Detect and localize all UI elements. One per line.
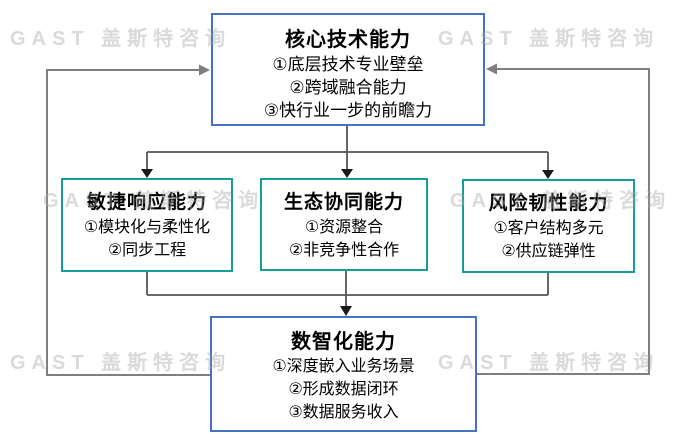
ecosystem-collaboration-capability-box: 生态协同能力 ①资源整合 ②非竞争性合作 <box>260 178 428 271</box>
box-item: ②跨域融合能力 <box>289 78 407 97</box>
box-item: ①深度嵌入业务场景 <box>272 358 415 375</box>
box-title: 敏捷响应能力 <box>86 192 207 213</box>
feedback-loop-left-arrow <box>46 64 210 376</box>
connector-top-split <box>141 126 554 179</box>
box-item: ③快行业一步的前瞻力 <box>263 101 433 120</box>
connector-bottom-merge <box>146 271 549 316</box>
box-title: 核心技术能力 <box>285 29 411 51</box>
box-item: ②同步工程 <box>107 242 187 259</box>
feedback-loop-right-arrow <box>477 63 650 375</box>
box-item: ①资源整合 <box>304 219 384 236</box>
box-title: 生态协同能力 <box>283 192 404 213</box>
box-item: ②非竞争性合作 <box>288 242 400 259</box>
agile-response-capability-box: 敏捷响应能力 ①模块化与柔性化 ②同步工程 <box>61 178 233 272</box>
box-item: ①客户结构多元 <box>493 220 604 237</box>
risk-resilience-capability-box: 风险韧性能力 ①客户结构多元 ②供应链弹性 <box>462 179 635 273</box>
box-title: 风险韧性能力 <box>488 193 609 214</box>
box-title: 数智化能力 <box>291 331 396 353</box>
box-item: ①底层技术专业壁垒 <box>272 55 424 74</box>
core-technology-capability-box: 核心技术能力 ①底层技术专业壁垒 ②跨域融合能力 ③快行业一步的前瞻力 <box>211 13 485 126</box>
box-item: ③数据服务收入 <box>288 404 399 421</box>
box-item: ②供应链弹性 <box>501 243 596 260</box>
box-item: ②形成数据闭环 <box>288 381 399 398</box>
digital-intelligence-capability-box: 数智化能力 ①深度嵌入业务场景 ②形成数据闭环 ③数据服务收入 <box>210 316 477 432</box>
box-item: ①模块化与柔性化 <box>83 219 211 236</box>
